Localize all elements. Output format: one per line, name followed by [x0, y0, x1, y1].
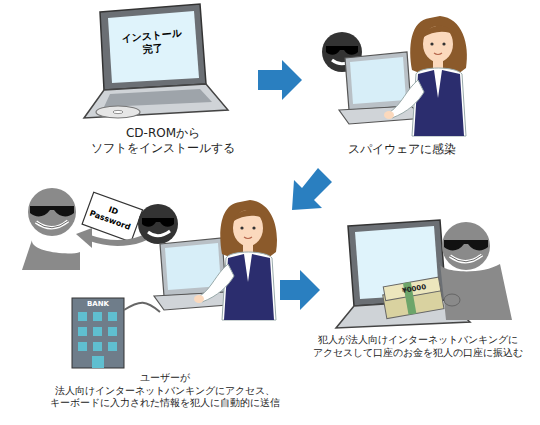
step-caption: 犯人が法人向けインターネットバンキングに アクセスして口座のお金を犯人の口座に振…	[313, 334, 523, 359]
step-caption: スパイウェアに感染	[348, 142, 456, 157]
screen-text: インストール 完了	[121, 27, 183, 57]
bank-sign: BANK	[87, 300, 109, 309]
step-caption: ユーザーが 法人向けインターネットバンキングにアクセス、 キーボードに入力された…	[50, 372, 280, 410]
step-caption: CD-ROMから ソフトをインストールする	[88, 126, 238, 156]
